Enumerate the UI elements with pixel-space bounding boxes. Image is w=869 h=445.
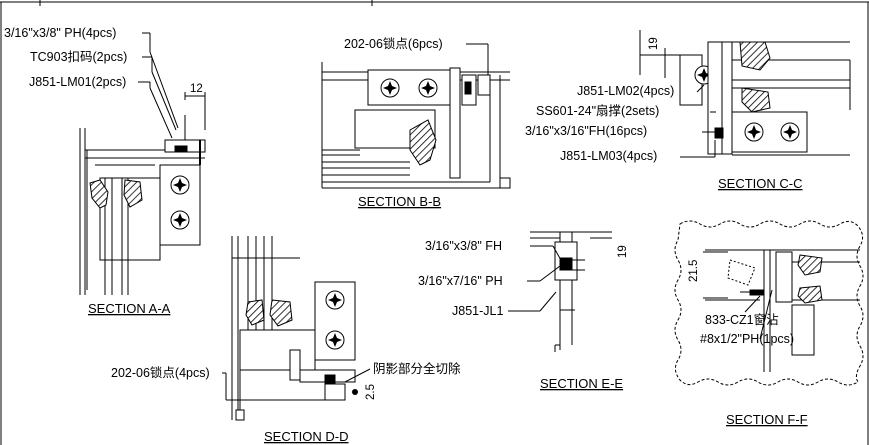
label-e-fh-screw: 3/16"x3/8" FH — [425, 239, 502, 253]
label-c-j851-lm03: J851-LM03(4pcs) — [560, 149, 657, 163]
section-e-e-drawing — [530, 231, 612, 352]
section-c-c-labels: 19 J851-LM02(4pcs) SS601-24"扇撑(2sets) 3/… — [525, 37, 803, 191]
title-section-a-a: SECTION A-A — [88, 301, 171, 316]
dim-e-19: 19 — [617, 245, 629, 258]
title-section-d-d: SECTION D-D — [264, 429, 349, 444]
label-d-cut-note: 阴影部分全切除 — [373, 361, 461, 376]
section-a-a-drawing — [79, 51, 206, 295]
label-c-j851-lm02: J851-LM02(4pcs) — [577, 84, 674, 98]
section-b-b-labels: 202-06锁点(6pcs) SECTION B-B — [344, 36, 489, 209]
dim-a-12: 12 — [190, 83, 203, 95]
section-d-d-drawing — [231, 236, 358, 421]
label-c-fh-screw: 3/16"x3/16"FH(16pcs) — [525, 124, 647, 138]
dim-f-21-5: 21.5 — [688, 260, 700, 282]
label-f-833-cz1: 833-CZ1窗沾 — [705, 313, 779, 327]
label-c-ss601-stay: SS601-24"扇撑(2sets) — [536, 103, 659, 118]
dim-c-19: 19 — [648, 37, 660, 50]
title-section-e-e: SECTION E-E — [540, 376, 623, 391]
section-e-e-labels: 3/16"x3/8" FH 3/16"x7/16" PH J851-JL1 19… — [418, 239, 629, 391]
title-section-f-f: SECTION F-F — [726, 412, 808, 427]
title-section-c-c: SECTION C-C — [718, 176, 803, 191]
section-b-b-drawing — [321, 62, 511, 189]
label-a-j851-lm01: J851-LM01(2pcs) — [29, 75, 126, 89]
section-f-f-drawing — [674, 220, 864, 386]
section-a-a-labels: 3/16"x3/8" PH(4pcs) TC903扣码(2pcs) J851-L… — [4, 26, 203, 316]
label-e-ph-screw: 3/16"x7/16" PH — [418, 274, 503, 288]
label-b-lock-point: 202-06锁点(6pcs) — [344, 36, 443, 51]
section-c-c-drawing — [639, 30, 851, 156]
dim-d-2-5: 2.5 — [365, 384, 377, 400]
label-f-ph-screw: #8x1/2"PH(1pcs) — [700, 332, 794, 346]
label-d-lock-point: 202-06锁点(4pcs) — [111, 365, 210, 380]
section-d-d-labels: 202-06锁点(4pcs) 阴影部分全切除 2.5 SECTION D-D — [111, 361, 461, 444]
section-f-f-labels: 21.5 833-CZ1窗沾 #8x1/2"PH(1pcs) SECTION F… — [688, 251, 808, 427]
title-section-b-b: SECTION B-B — [358, 194, 441, 209]
label-a-tc903: TC903扣码(2pcs) — [30, 50, 127, 64]
label-e-j851-jl1: J851-JL1 — [452, 304, 503, 318]
label-a-ph-screw: 3/16"x3/8" PH(4pcs) — [4, 26, 116, 40]
